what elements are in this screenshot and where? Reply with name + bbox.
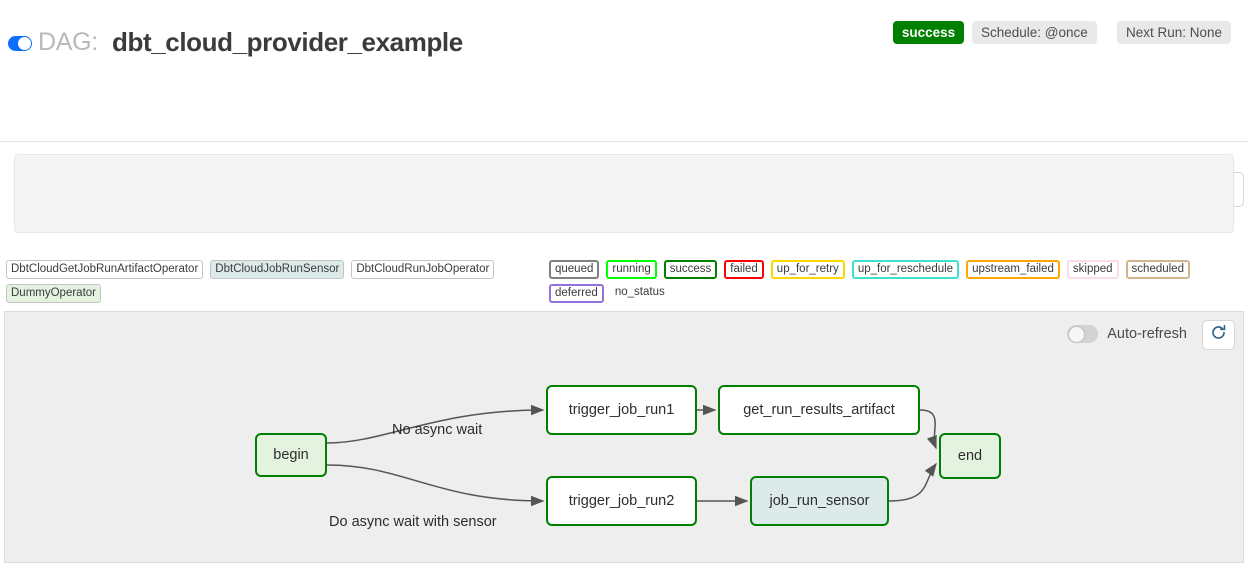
dag-pause-toggle[interactable]	[8, 36, 32, 51]
refresh-icon	[1210, 324, 1227, 346]
node-end[interactable]: end	[939, 433, 1001, 479]
state-chip[interactable]: queued	[549, 260, 600, 279]
operator-chip[interactable]: DummyOperator	[6, 284, 101, 303]
filter-panel: 2022-03-15T15:14:21Z Runs 25 Run manual_…	[14, 154, 1234, 380]
operator-chip[interactable]: DbtCloudGetJobRunArtifactOperator	[6, 260, 204, 279]
dag-label: DAG:	[38, 28, 98, 56]
state-chip[interactable]: up_for_retry	[770, 260, 845, 279]
edge-label-do-async-wait: Do async wait with sensor	[329, 514, 497, 530]
operator-legend: DbtCloudGetJobRunArtifactOperator DbtClou…	[6, 260, 536, 303]
state-chip[interactable]: upstream_failed	[966, 260, 1060, 279]
state-chip[interactable]: failed	[724, 260, 764, 279]
node-job-run-sensor[interactable]: job_run_sensor	[750, 476, 889, 526]
toggle-knob	[1068, 326, 1084, 342]
node-trigger-job-run2[interactable]: trigger_job_run2	[546, 476, 697, 526]
state-chip[interactable]: no_status	[614, 286, 665, 298]
node-get-run-results-artifact[interactable]: get_run_results_artifact	[718, 385, 920, 435]
state-chip[interactable]: up_for_reschedule	[851, 260, 960, 279]
node-begin[interactable]: begin	[255, 433, 327, 477]
state-legend: queued running success failed up_for_retry up…	[549, 260, 1244, 303]
state-chip[interactable]: skipped	[1066, 260, 1119, 279]
schedule-badge[interactable]: Schedule: @once	[972, 21, 1097, 44]
operator-chip[interactable]: DbtCloudJobRunSensor	[210, 260, 345, 279]
operator-chip[interactable]: DbtCloudRunJobOperator	[351, 260, 495, 279]
state-chip[interactable]: running	[606, 260, 657, 279]
page-header: DAG: dbt_cloud_provider_example success …	[0, 0, 1248, 70]
auto-refresh-control: Auto-refresh	[1067, 325, 1187, 343]
state-chip[interactable]: scheduled	[1125, 260, 1190, 279]
auto-refresh-toggle[interactable]	[1067, 325, 1099, 343]
edge-label-no-async-wait: No async wait	[392, 422, 483, 438]
toggle-knob	[18, 37, 31, 50]
auto-refresh-label: Auto-refresh	[1107, 326, 1187, 342]
page-title: dbt_cloud_provider_example	[112, 27, 463, 57]
next-run-badge: Next Run: None	[1117, 21, 1232, 44]
state-chip[interactable]: deferred	[549, 284, 604, 303]
state-chip[interactable]: success	[663, 260, 718, 279]
status-badge: success	[893, 21, 964, 44]
graph-canvas: Auto-refresh begin trigger_job_run1 get_…	[4, 311, 1244, 563]
node-trigger-job-run1[interactable]: trigger_job_run1	[546, 385, 697, 435]
graph-edges	[326, 404, 937, 507]
refresh-button[interactable]	[1202, 320, 1235, 350]
view-tabs: Tree Graph Calendar Task Duration Task T…	[0, 84, 1248, 208]
